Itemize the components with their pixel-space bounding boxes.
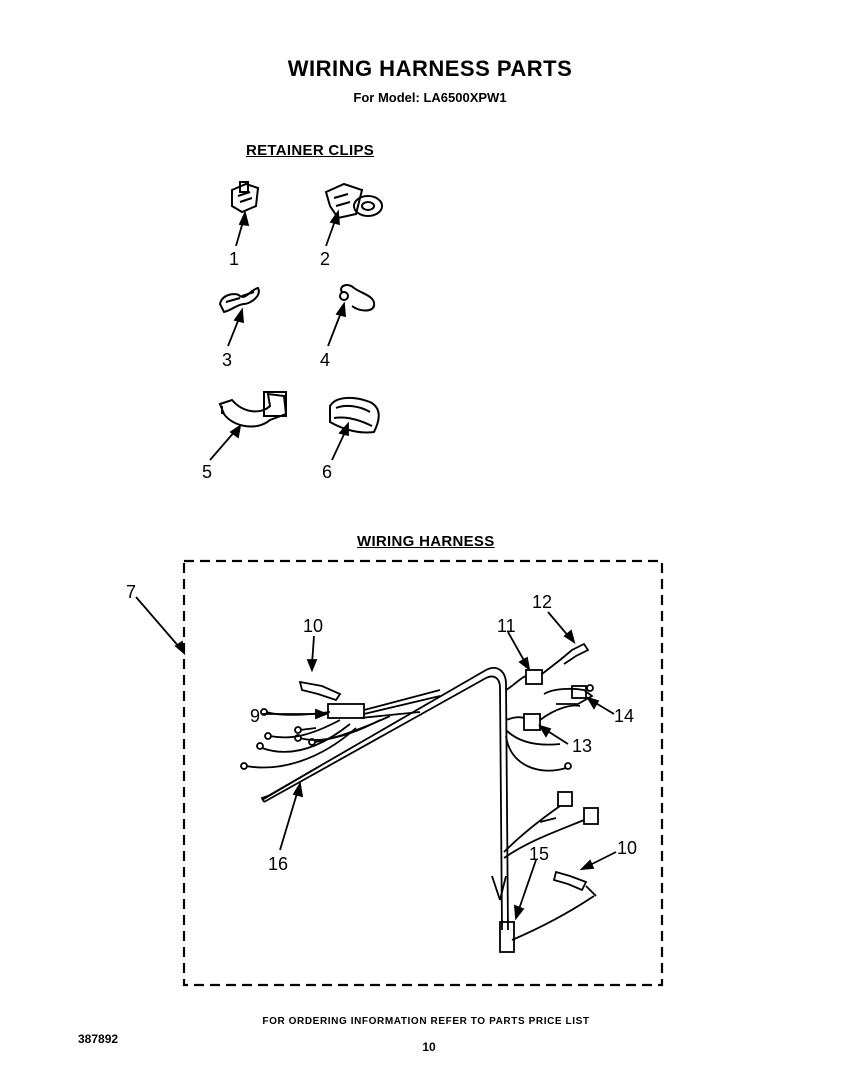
- harness-arrows: [262, 611, 617, 921]
- callout-15: 15: [529, 844, 549, 864]
- callout-13: 13: [572, 736, 592, 756]
- callout-2: 2: [320, 249, 330, 269]
- page-number: 10: [422, 1040, 436, 1054]
- callout-10-upper: 10: [303, 616, 323, 636]
- callout-5: 5: [202, 462, 212, 482]
- harness-box: [182, 559, 664, 987]
- retainer-clip-2: [324, 182, 383, 220]
- ordering-note: FOR ORDERING INFORMATION REFER TO PARTS …: [262, 1016, 590, 1027]
- model-subtitle: For Model: LA6500XPW1: [353, 90, 507, 105]
- callout-4: 4: [320, 350, 330, 370]
- retainer-clip-4: [339, 284, 376, 312]
- wiring-harness: [240, 642, 599, 953]
- clip-arrows: [209, 209, 349, 461]
- arrow-7: [135, 596, 186, 656]
- callout-10-lower: 10: [617, 838, 637, 858]
- callout-12: 12: [532, 592, 552, 612]
- retainer-clip-5: [218, 391, 288, 428]
- callout-14: 14: [614, 706, 634, 726]
- callout-9: 9: [250, 706, 260, 726]
- callout-6: 6: [322, 462, 332, 482]
- callout-16: 16: [268, 854, 288, 874]
- retainer-clips-heading: RETAINER CLIPS: [246, 142, 375, 159]
- retainer-clip-1: [231, 181, 260, 214]
- retainer-clip-3: [218, 286, 260, 314]
- callout-11: 11: [497, 616, 516, 636]
- callout-3: 3: [222, 350, 232, 370]
- page-title: WIRING HARNESS PARTS: [287, 56, 573, 81]
- callout-7: 7: [126, 582, 136, 602]
- wiring-harness-heading: WIRING HARNESS: [357, 533, 495, 550]
- callout-labels: 1 2 3 4 5 6 7 9 10 11 12 13 14 15 10 16: [126, 249, 637, 874]
- document-number: 387892: [78, 1032, 119, 1046]
- retainer-clip-6: [329, 396, 380, 434]
- callout-1: 1: [229, 249, 239, 269]
